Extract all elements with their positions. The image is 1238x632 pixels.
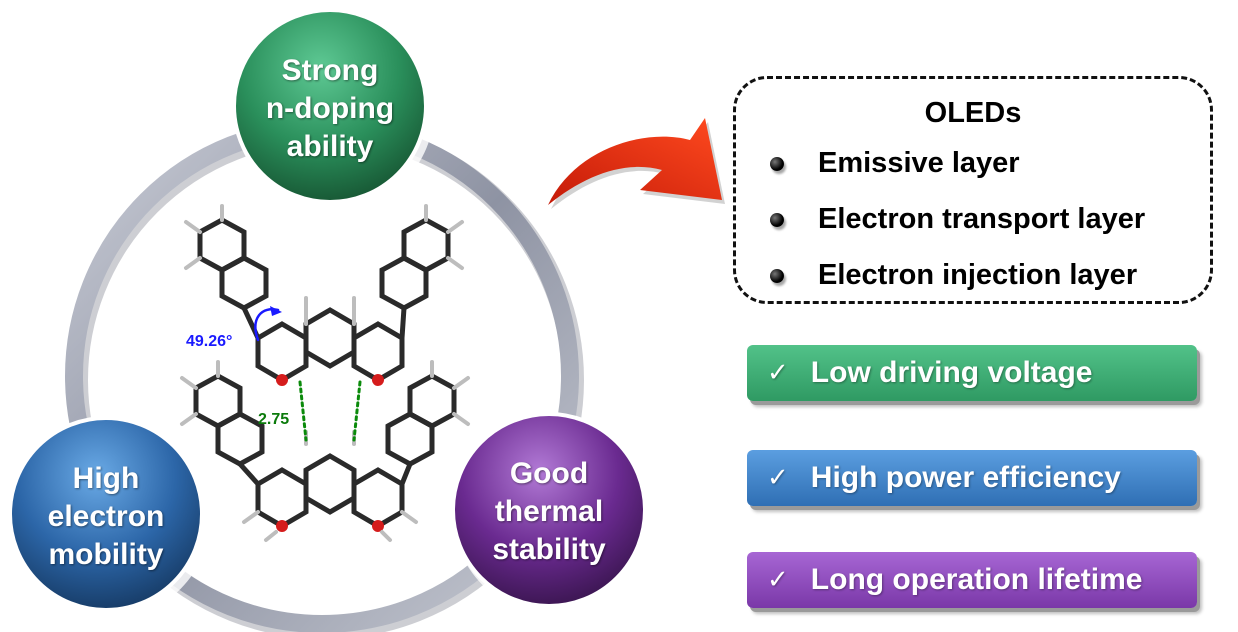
curved-arrow-icon bbox=[548, 118, 725, 209]
property-circle-n-doping bbox=[232, 8, 428, 204]
benefit-lifetime: ✓ Long operation lifetime bbox=[747, 552, 1197, 608]
label-line: mobility bbox=[48, 538, 164, 571]
label-line: Good bbox=[509, 457, 589, 490]
check-icon: ✓ bbox=[767, 463, 789, 493]
oled-title: OLEDs bbox=[924, 97, 1022, 129]
molecule-structure bbox=[180, 204, 470, 542]
label-line: Strong bbox=[281, 54, 379, 87]
benefit-label: Long operation lifetime bbox=[810, 563, 1143, 596]
label-line: ability bbox=[286, 130, 374, 163]
oled-applications-box: OLEDs Emissive layer Electron transport … bbox=[733, 76, 1213, 304]
label-mobility: High electron mobility bbox=[16, 460, 196, 574]
check-icon: ✓ bbox=[767, 565, 789, 595]
benefit-low-voltage: ✓ Low driving voltage bbox=[747, 345, 1197, 401]
oled-item: Electron transport layer bbox=[770, 203, 1145, 236]
label-line: High bbox=[72, 462, 140, 495]
label-line: stability bbox=[492, 533, 606, 566]
dihedral-angle-label: 49.26° bbox=[186, 333, 232, 350]
benefit-power-efficiency: ✓ High power efficiency bbox=[747, 450, 1197, 506]
benefit-label: High power efficiency bbox=[810, 461, 1121, 494]
oled-item-label: Emissive layer bbox=[818, 147, 1020, 179]
oled-item-label: Electron injection layer bbox=[818, 259, 1138, 291]
oled-item: Electron injection layer bbox=[770, 259, 1137, 292]
label-n-doping: Strong n-doping ability bbox=[240, 52, 420, 166]
label-thermal: Good thermal stability bbox=[459, 455, 639, 569]
hbond-distance-label: 2.75 bbox=[258, 411, 289, 428]
property-circle-thermal bbox=[451, 412, 647, 608]
bullet-icon bbox=[770, 156, 784, 171]
label-line: n-doping bbox=[265, 92, 395, 125]
benefit-label: Low driving voltage bbox=[810, 356, 1093, 389]
label-line: thermal bbox=[494, 495, 604, 528]
check-icon: ✓ bbox=[767, 358, 789, 388]
oled-item: Emissive layer bbox=[770, 147, 1020, 180]
oled-item-label: Electron transport layer bbox=[818, 203, 1146, 235]
property-circle-mobility bbox=[8, 416, 204, 612]
bullet-icon bbox=[770, 268, 784, 283]
label-line: electron bbox=[47, 500, 165, 533]
bullet-icon bbox=[770, 212, 784, 227]
